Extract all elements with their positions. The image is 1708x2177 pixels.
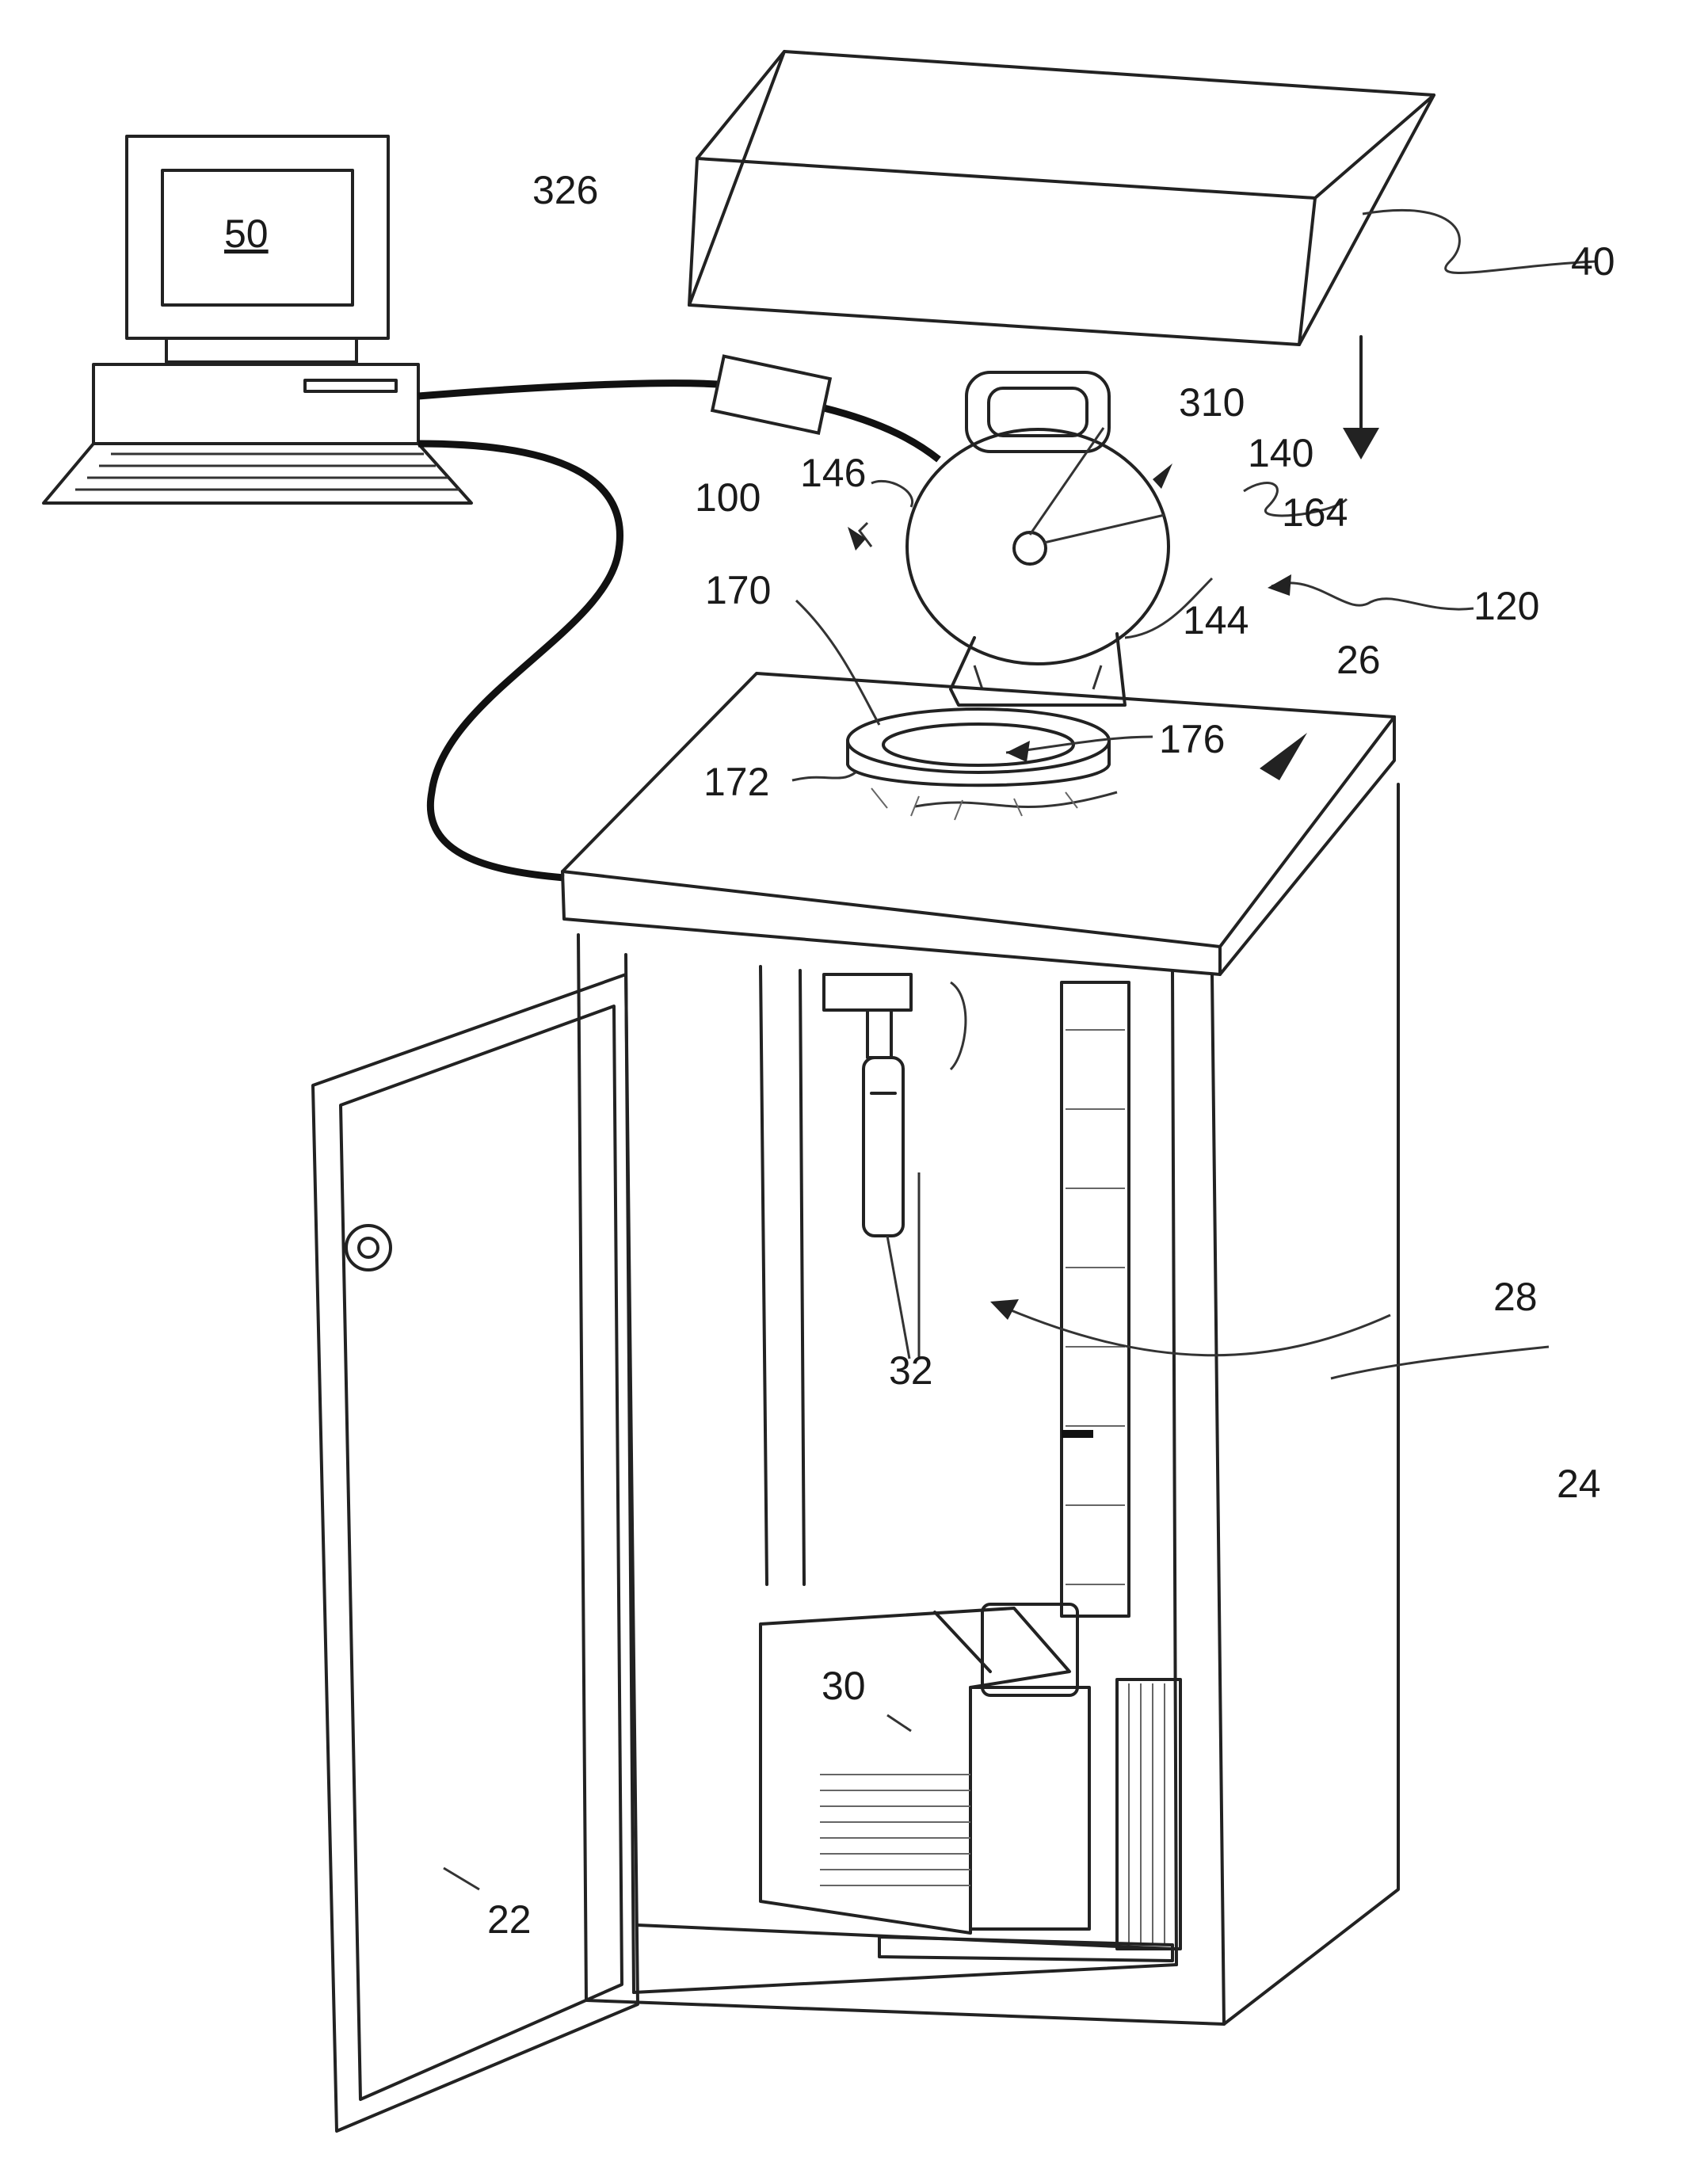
label-cabinet-side: 24 [1557, 1464, 1601, 1504]
label-dome-center: 164 [1282, 493, 1348, 532]
label-dome-side: 146 [800, 453, 866, 493]
label-ring-base: 172 [703, 762, 769, 802]
label-lid-indicator: 310 [1179, 383, 1245, 422]
label-dome-body: 144 [1183, 600, 1249, 640]
label-dome: 140 [1248, 433, 1313, 473]
label-pump: 30 [822, 1666, 866, 1706]
label-connector: 326 [532, 170, 598, 210]
label-interior: 28 [1493, 1277, 1538, 1317]
computer-drawing [44, 136, 471, 503]
label-ring: 170 [705, 570, 771, 610]
label-cabinet-top: 26 [1336, 640, 1381, 680]
label-door: 22 [487, 1900, 532, 1939]
label-chamber-unit: 120 [1474, 586, 1539, 626]
label-computer: 50 [224, 214, 269, 254]
ring-drawing [792, 600, 1153, 820]
label-ring-inner: 176 [1159, 719, 1225, 759]
label-sensor: 32 [889, 1351, 933, 1390]
cables [418, 356, 939, 878]
label-assembly: 100 [695, 478, 761, 517]
connector-326-box [712, 356, 830, 433]
label-lid-block: 40 [1571, 242, 1615, 281]
